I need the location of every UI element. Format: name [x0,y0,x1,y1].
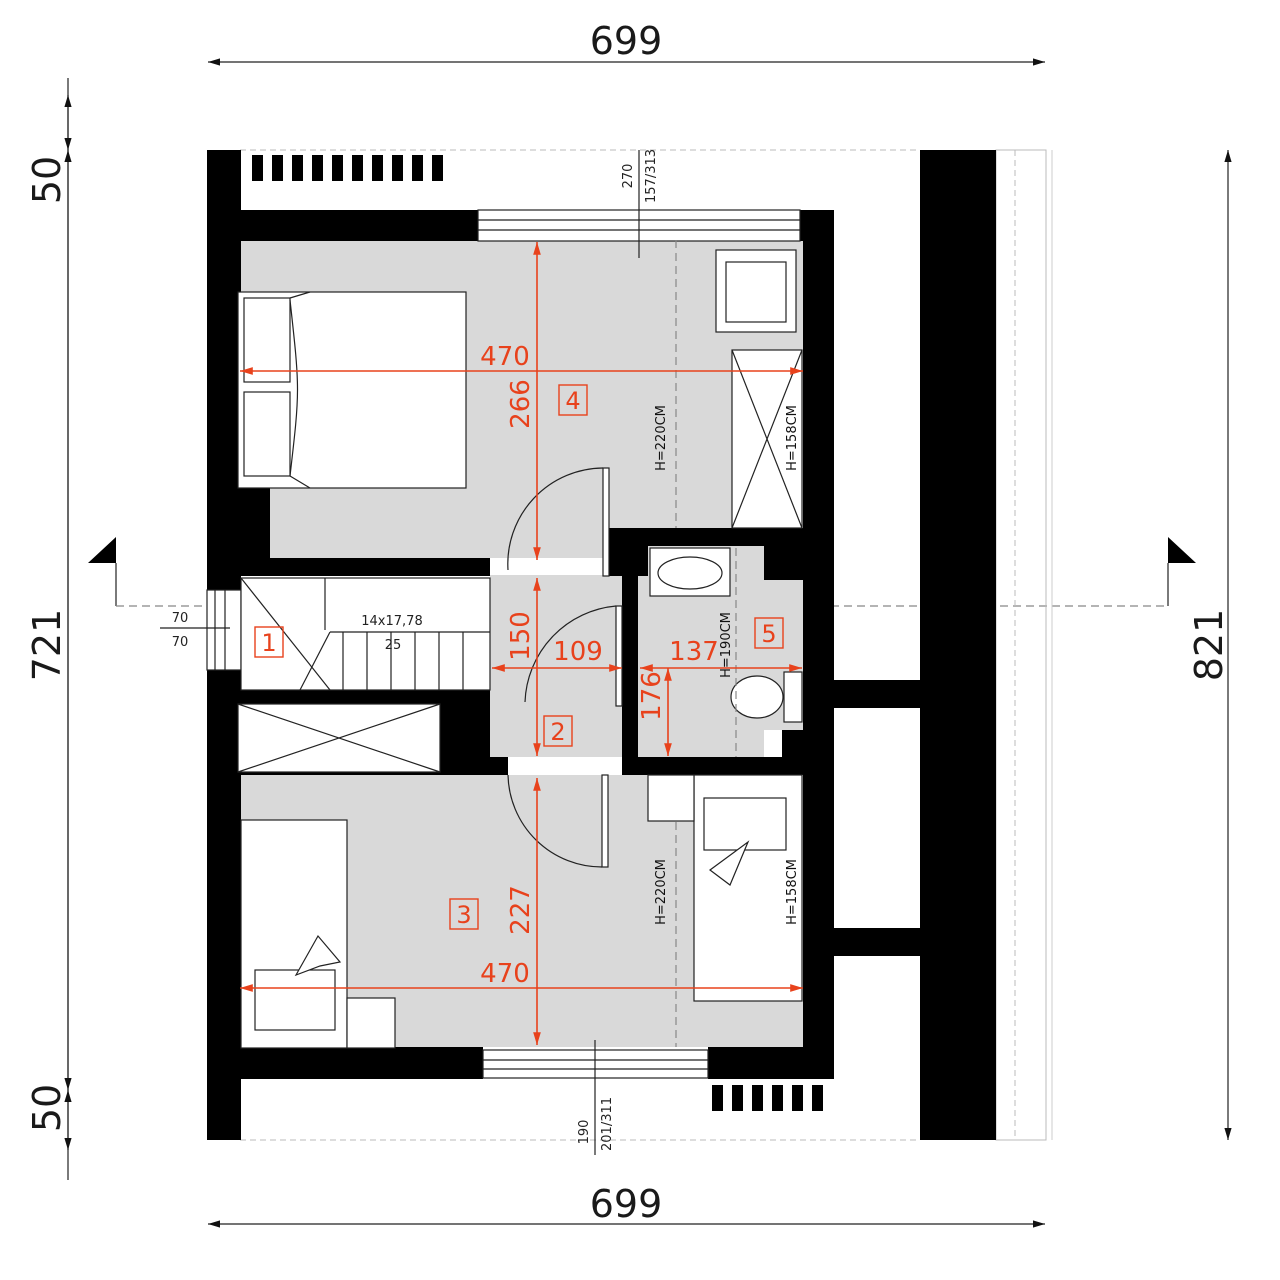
room3-dimensions [240,778,803,1045]
room-number-1: 1 [254,626,284,658]
room-number-3: 3 [449,898,479,930]
bottom-hatch [712,1085,823,1111]
bottom-width-label: 699 [590,1182,663,1226]
top-hatch [252,155,443,181]
door-bathroom [524,605,623,707]
window-bottom [482,1040,709,1155]
double-bed [237,291,467,489]
section-marker-left [88,537,117,606]
dimension-bottom: 699 [208,1182,1045,1228]
dimension-right: 821 [1187,150,1232,1140]
staircase [240,577,491,691]
window-stair-line2: 70 [172,635,189,650]
room4-height: H=220CM [654,405,669,471]
nightstand [346,997,396,1049]
room-number-4-text: 4 [565,387,580,415]
window-stair [160,589,242,671]
window-top-line1: 270 [621,164,636,189]
small-cabinet [647,774,695,822]
room-number-4: 4 [558,384,588,416]
closet-hall [237,703,441,773]
room4-depth: 266 [506,379,536,429]
room4-dimensions [240,241,803,560]
bath-height: H=190CM [719,612,734,678]
bath-width: 137 [669,637,719,667]
room-number-5: 5 [754,617,784,649]
hall-depth: 150 [506,611,536,661]
single-bed-left [240,819,348,1049]
roof-edge [240,149,1053,1141]
hall-dimensions [491,578,622,756]
room-number-2-text: 2 [550,718,565,746]
window-bottom-line2: 201/311 [600,1097,615,1151]
room4-closet-height: H=158CM [785,405,800,471]
room-number-3-text: 3 [456,901,471,929]
stairs-steps: 14x17,78 [361,614,422,629]
section-marker-right [1167,537,1196,606]
room-number-1-text: 1 [261,629,276,657]
washbasin [649,547,731,597]
room3-closet-height: H=158CM [785,859,800,925]
dimension-top: 699 [208,19,1045,66]
window-stair-line1: 70 [172,611,189,626]
room-number-5-text: 5 [761,620,776,648]
left-bottom-label: 50 [25,1084,69,1132]
room4-width: 470 [480,342,530,372]
single-bed-right [693,774,803,1002]
room-number-2: 2 [543,715,573,747]
bath-depth: 176 [637,671,667,721]
room3-height: H=220CM [654,859,669,925]
window-top [477,150,801,258]
right-total-label: 821 [1187,609,1231,682]
bath-dimensions [640,664,802,756]
hall-width: 109 [553,637,603,667]
stairs-tread: 25 [385,638,402,653]
window-bottom-line1: 190 [577,1120,592,1145]
top-width-label: 699 [590,19,663,63]
window-top-line2: 157/313 [644,149,659,203]
wardrobe-room4 [731,349,803,529]
left-middle-label: 721 [25,609,69,682]
toilet [730,671,803,723]
armchair [715,249,797,333]
room3-width: 470 [480,959,530,989]
left-top-label: 50 [25,156,69,204]
room3-depth: 227 [506,885,536,935]
dimension-left: 50 721 50 [25,78,72,1180]
